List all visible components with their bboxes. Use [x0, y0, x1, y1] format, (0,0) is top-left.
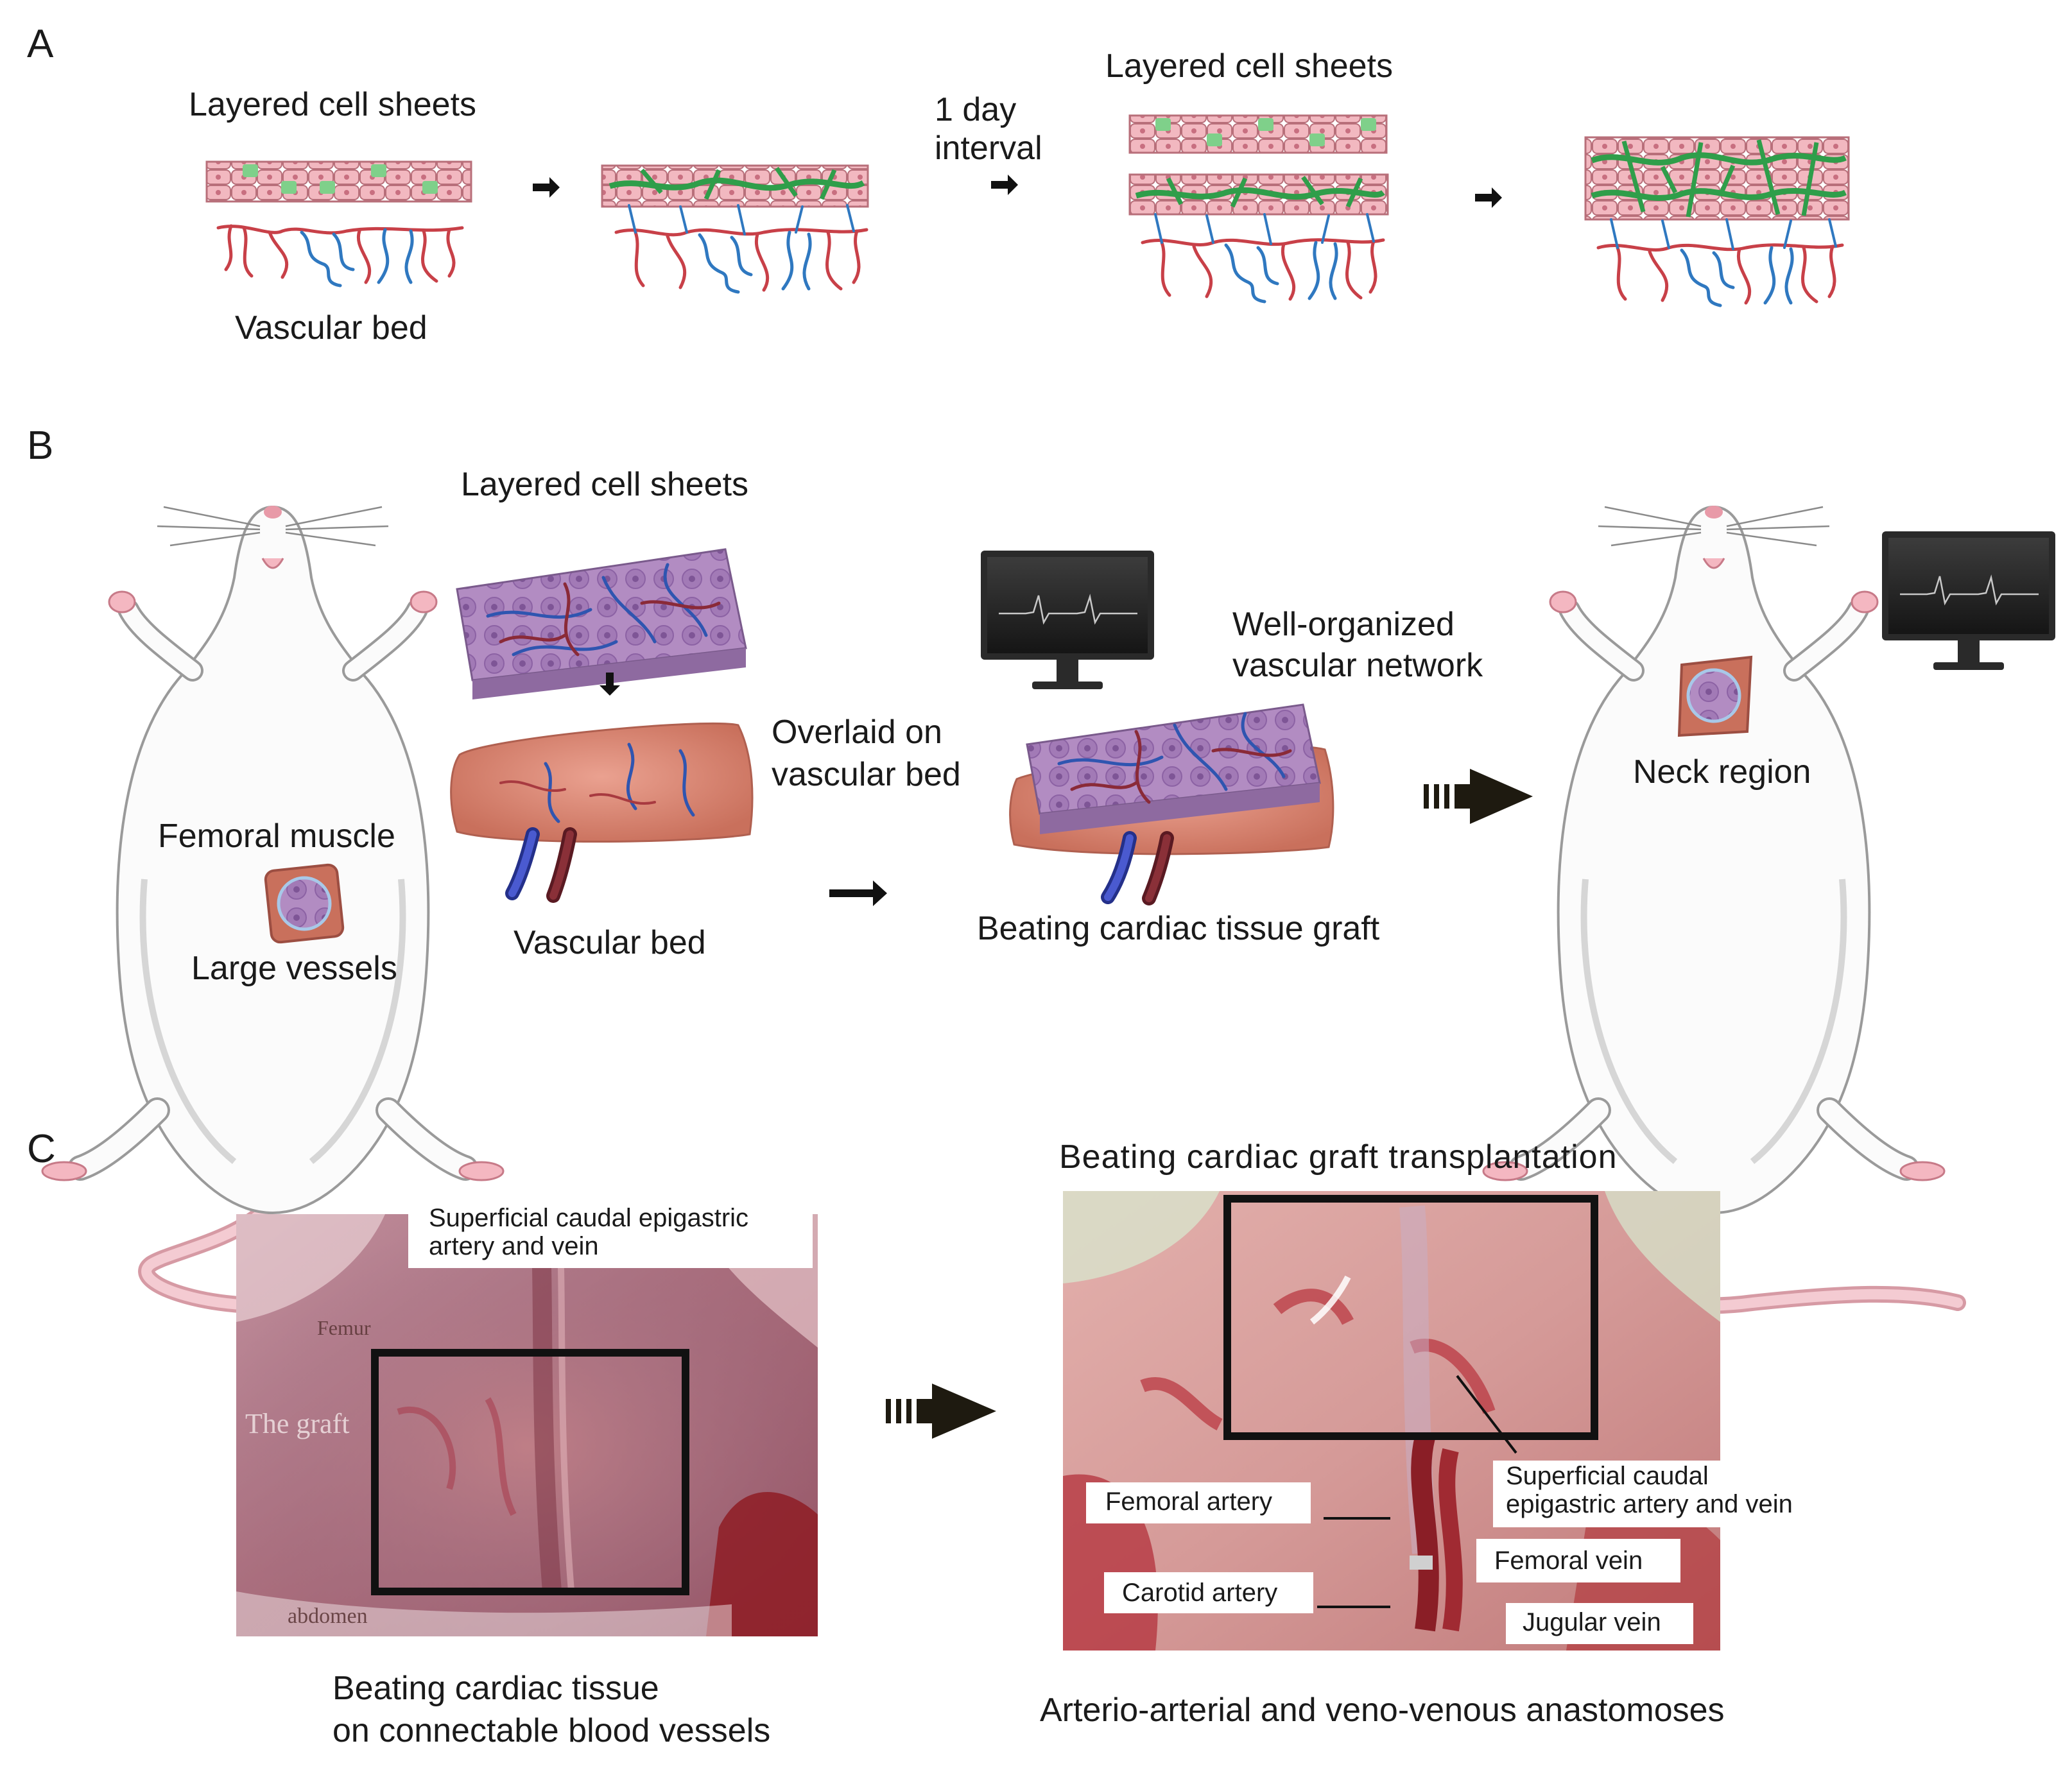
label-beating-graft: Beating cardiac tissue graft [977, 910, 1380, 947]
label-overlaid-line2: vascular bed [772, 756, 961, 793]
cell-sheet-stack-3 [1128, 114, 1389, 216]
arrow-right-icon [991, 175, 1018, 195]
panel-a-diagram [205, 114, 1850, 307]
label-interval-line1: 1 day [935, 91, 1017, 128]
dashed-arrow-icon [1424, 769, 1533, 824]
caption-right: Arterio-arterial and veno-venous anastom… [1040, 1692, 1725, 1729]
cell-sheet-stack-4 [1584, 136, 1850, 221]
layered-cell-sheets-3d [456, 548, 747, 699]
vascular-bed-2 [614, 204, 868, 294]
label-jugular-vein: Jugular vein [1508, 1606, 1675, 1640]
label-well-organized-line1: Well-organized [1232, 606, 1455, 643]
panel-b-diagram [42, 506, 2057, 1306]
cell-sheet-stack-2 [601, 164, 869, 208]
caption-left-line1: Beating cardiac tissue [332, 1670, 659, 1707]
panel-c-left-photo [236, 1206, 818, 1636]
arrow-right-icon [533, 177, 560, 198]
label-carotid-artery: Carotid artery [1108, 1576, 1292, 1610]
label-femoral-artery: Femoral artery [1091, 1485, 1287, 1519]
arrow-down-icon [600, 673, 620, 696]
label-layered-cell-sheets-a2: Layered cell sheets [1105, 47, 1394, 85]
title-right-photo: Beating cardiac graft transplantation [1059, 1138, 1618, 1176]
panel-letter-c: C [27, 1127, 56, 1171]
vascular-bed-1 [216, 224, 464, 287]
label-femur: Femur [317, 1316, 371, 1339]
beating-graft-3d [1009, 703, 1334, 905]
label-superficial-right-line1: Superficial caudal [1506, 1462, 1709, 1490]
ecg-monitor-icon [1881, 530, 2057, 671]
label-abdomen: abdomen [288, 1604, 368, 1628]
label-interval-line2: interval [935, 130, 1042, 167]
neck-graft-inset [1677, 655, 1753, 737]
vascular-bed-3 [1141, 213, 1385, 304]
vascular-bed-tissue [450, 722, 754, 903]
panel-letter-b: B [27, 424, 54, 468]
label-vascular-bed-b: Vascular bed [514, 924, 706, 961]
label-femoral-vein: Femoral vein [1480, 1544, 1657, 1578]
vascular-bed-4 [1596, 218, 1844, 307]
label-superficial-left-line2: artery and vein [429, 1232, 599, 1260]
label-vascular-bed-a: Vascular bed [235, 309, 427, 347]
label-layered-cell-sheets-b: Layered cell sheets [461, 466, 749, 503]
ecg-monitor-icon [980, 549, 1155, 690]
label-superficial-right-line2: epigastric artery and vein [1506, 1490, 1793, 1518]
arrow-right-icon [829, 880, 887, 906]
label-well-organized-line2: vascular network [1232, 647, 1483, 684]
panel-letter-a: A [27, 22, 54, 66]
dashed-arrow-icon [886, 1384, 996, 1439]
label-femoral-muscle: Femoral muscle [158, 818, 395, 855]
label-overlaid-line1: Overlaid on [772, 714, 942, 751]
label-large-vessels: Large vessels [191, 950, 397, 987]
label-layered-cell-sheets-a1: Layered cell sheets [189, 86, 477, 123]
label-the-graft: The graft [245, 1408, 350, 1439]
cell-sheet-stack-1 [205, 160, 472, 203]
label-superficial-left-line1: Superficial caudal epigastric [429, 1204, 749, 1232]
arrow-right-icon [1475, 187, 1502, 208]
femoral-muscle-inset [264, 863, 345, 944]
label-neck-region: Neck region [1633, 753, 1811, 791]
caption-left-line2: on connectable blood vessels [332, 1712, 771, 1749]
